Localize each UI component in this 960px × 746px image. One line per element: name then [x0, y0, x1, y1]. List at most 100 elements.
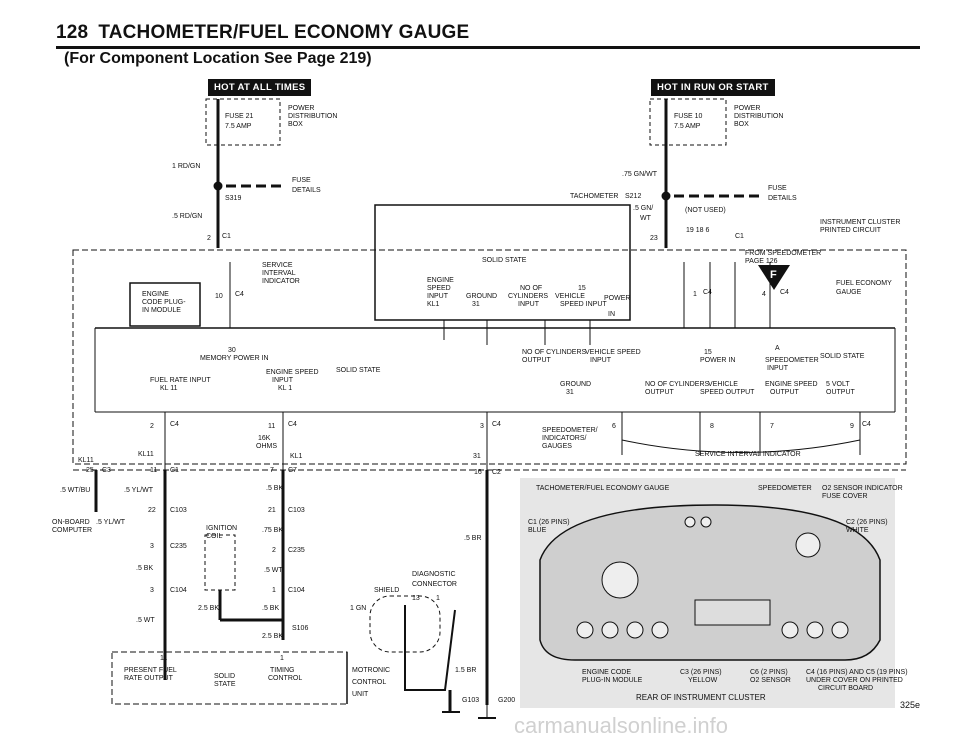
bm-g200: G200	[498, 697, 515, 704]
fuel-gauge-symbol	[758, 265, 790, 290]
bl-w6: .5 BK	[136, 565, 153, 572]
solid-top-l4: KL1	[427, 301, 440, 308]
from-speedo-1: FROM SPEEDOMETER	[745, 250, 821, 257]
solid-state-top-box	[374, 204, 631, 321]
lr-kl11a: KL11	[78, 457, 94, 464]
bm-p1: 1	[436, 595, 440, 602]
fuel-gauge-label-1: FUEL ECONOMY	[836, 280, 892, 287]
right-pins: 19 18 6	[686, 227, 709, 234]
right-fuse-name: FUSE 10	[674, 113, 703, 120]
bl-w10: .5 WT	[136, 617, 155, 624]
left-box-label-3: BOX	[288, 121, 303, 128]
panel-speedo: SPEEDOMETER	[758, 485, 812, 492]
lr-sii: SERVICE INTERVAL INDICATOR	[695, 451, 801, 458]
bl-c3: C3	[102, 467, 111, 474]
panel-ecp2: PLUG-IN MODULE	[582, 677, 643, 684]
bl-p25: 25	[86, 467, 94, 474]
ecm-l1: ENGINE	[142, 291, 169, 298]
bl-p1: 1	[272, 587, 276, 594]
engine-code-box	[129, 282, 201, 327]
bl-w1: .5 WT/BU	[60, 487, 90, 494]
right-wire-1: .75 GN/WT	[622, 171, 658, 178]
solid-top-title: SOLID STATE	[482, 257, 527, 264]
service-l1: SERVICE	[262, 262, 293, 269]
c4b-pin: 4	[762, 291, 766, 298]
bm-br1: .5 BR	[464, 535, 482, 542]
bm-br2: 1.5 BR	[455, 667, 476, 674]
lr-kl1: KL1	[290, 453, 303, 460]
figure-ref: 325e	[900, 700, 921, 710]
panel-o2a: O2 SENSOR INDICATOR	[822, 485, 903, 492]
left-box-label-2: DISTRIBUTION	[288, 113, 337, 120]
solid-top-l2: SPEED	[427, 285, 451, 292]
page-subtitle: (For Component Location See Page 219)	[64, 50, 372, 67]
header-rule	[56, 46, 920, 49]
solid-top-p2: IN	[608, 311, 615, 318]
bm-gn: 1 GN	[350, 605, 366, 612]
solid-top-v2: VEHICLE	[555, 293, 585, 300]
lr-p9: 9	[850, 423, 854, 430]
panel-c2a: C2 (26 PINS)	[846, 519, 888, 526]
right-detail-1: FUSE	[768, 185, 787, 192]
mr-a2: OUTPUT	[522, 357, 552, 364]
bm-diag1: DIAGNOSTIC	[412, 571, 456, 578]
lr-speedo3: GAUGES	[542, 443, 572, 450]
mr-g1: GROUND	[560, 381, 591, 388]
bl-p1b: 1	[280, 655, 284, 662]
page-number: 128	[56, 22, 89, 43]
bl-p11: 11	[150, 467, 157, 474]
bl-p21: 21	[268, 507, 276, 514]
bl-p7: 7	[270, 467, 274, 474]
lr-p2: 2	[150, 423, 154, 430]
lr-p3: 3	[480, 423, 484, 430]
panel-c3a: C3 (26 PINS)	[680, 669, 722, 676]
bl-pf2: RATE OUTPUT	[124, 675, 174, 682]
service-pin: 10	[215, 293, 223, 300]
service-l2: INTERVAL	[262, 270, 296, 277]
bl-c7: C7	[288, 467, 297, 474]
mr-f2: SPEED OUTPUT	[700, 389, 755, 396]
lr-c4-9: C4	[862, 421, 871, 428]
page-title: TACHOMETER/FUEL ECONOMY GAUGE	[98, 22, 470, 43]
mr-a1: NO OF CYLINDERS	[522, 349, 587, 356]
bl-c103b: C103	[288, 507, 305, 514]
panel-c1a: C1 (26 PINS)	[528, 519, 570, 526]
fuel-gauge-label-2: GAUGE	[836, 289, 862, 296]
ignition-coil-box	[204, 534, 236, 591]
bl-ign1: IGNITION	[206, 525, 237, 532]
ecm-l2: CODE PLUG-	[142, 299, 186, 306]
left-conn: C1	[222, 233, 231, 240]
right-box-label-2: DISTRIBUTION	[734, 113, 783, 120]
right-detail-2: DETAILS	[768, 195, 797, 202]
mr-i2: OUTPUT	[826, 389, 856, 396]
bl-pf1: PRESENT FUEL	[124, 667, 177, 674]
not-used-label: (NOT USED)	[685, 207, 726, 214]
solid-top-n2: CYLINDERS	[508, 293, 548, 300]
ml-solid: SOLID STATE	[336, 367, 381, 374]
bl-mot2: CONTROL	[352, 679, 386, 686]
lr-ohm2: OHMS	[256, 443, 277, 450]
bl-ss1: SOLID	[214, 673, 235, 680]
left-splice: S319	[225, 195, 241, 202]
service-l3: INDICATOR	[262, 278, 300, 285]
lr-31: 31	[473, 453, 481, 460]
solid-top-n1: NO OF	[520, 285, 542, 292]
lr-speedo2: INDICATORS/	[542, 435, 587, 442]
cluster-label-1: INSTRUMENT CLUSTER	[820, 219, 900, 226]
right-pin: 23	[650, 235, 658, 242]
bl-c103a: C103	[170, 507, 187, 514]
bl-mot1: MOTRONIC	[352, 667, 390, 674]
bl-tc1: TIMING	[270, 667, 295, 674]
bm-shield: SHIELD	[374, 587, 399, 594]
gauge-letter: F	[770, 269, 777, 281]
solid-top-l1: ENGINE	[427, 277, 454, 284]
diagnostic-connector	[369, 595, 441, 653]
page-header: 128 TACHOMETER/FUEL ECONOMY GAUGE	[56, 22, 479, 44]
bl-obc1: ON-BOARD	[52, 519, 90, 526]
mr-g2: 31	[566, 389, 574, 396]
right-fuse-box	[649, 98, 727, 146]
bl-tc2: CONTROL	[268, 675, 302, 682]
panel-ecp1: ENGINE CODE	[582, 669, 631, 676]
bl-w8: 2.5 BK	[198, 605, 219, 612]
